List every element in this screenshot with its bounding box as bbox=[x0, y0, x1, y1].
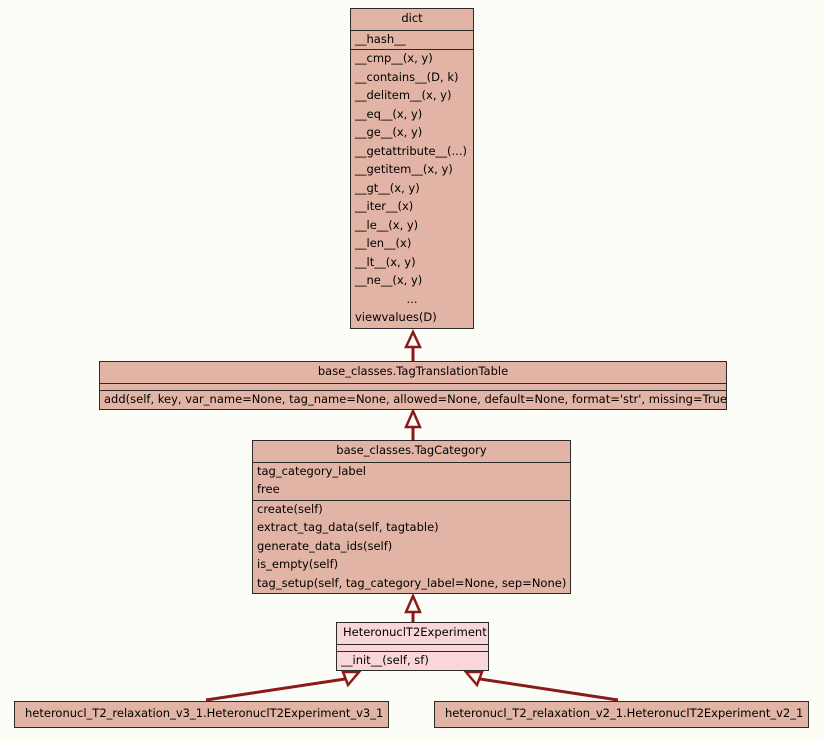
class-box-tagtranslationtable[interactable]: base_classes.TagTranslationTable add(sel… bbox=[99, 361, 727, 410]
class-box-heteronuclt2experiment[interactable]: HeteronuclT2Experiment __init__(self, sf… bbox=[336, 622, 489, 671]
attributes-compartment-heteronuclt2experiment bbox=[337, 643, 488, 651]
method-row: is_empty(self) bbox=[257, 557, 339, 571]
method-row: __le__(x, y) bbox=[355, 217, 419, 232]
method-row: add(self, key, var_name=None, tag_name=N… bbox=[104, 391, 726, 406]
method-row: __eq__(x, y) bbox=[355, 106, 423, 121]
attribute-row: tag_category_label bbox=[257, 463, 366, 478]
inheritance-arrowhead-heteronuclt2experiment-left bbox=[341, 670, 362, 688]
class-name-dict: dict bbox=[401, 11, 423, 25]
method-row: extract_tag_data(self, tagtable) bbox=[257, 520, 439, 534]
attributes-compartment-dict: __hash__ bbox=[351, 29, 473, 50]
method-row: __delitem__(x, y) bbox=[355, 88, 452, 102]
method-row: __len__(x) bbox=[355, 236, 412, 250]
class-name-heteronuclt2experiment-v3-1: heteronucl_T2_relaxation_v3_1.Heteronucl… bbox=[25, 706, 384, 720]
class-name-compartment-tagtranslationtable: base_classes.TagTranslationTable bbox=[100, 362, 726, 383]
inheritance-arrowhead-tagcategory bbox=[404, 592, 422, 614]
class-name-tagcategory: base_classes.TagCategory bbox=[336, 443, 487, 457]
inheritance-arrowhead-tagtranslationtable bbox=[404, 407, 422, 429]
method-row: viewvalues(D) bbox=[355, 310, 437, 324]
class-name-compartment-tagcategory: base_classes.TagCategory bbox=[253, 441, 570, 462]
class-box-heteronuclt2experiment-v2-1[interactable]: heteronucl_T2_relaxation_v2_1.Heteronucl… bbox=[434, 701, 809, 728]
inheritance-arrowhead-heteronuclt2experiment-right bbox=[463, 670, 484, 688]
method-row: __getattribute__(...) bbox=[355, 143, 467, 158]
methods-compartment-tagcategory: create(self) extract_tag_data(self, tagt… bbox=[253, 499, 570, 594]
method-row: create(self) bbox=[257, 501, 323, 516]
edge-line-v3-1-to-heteronuclt2experiment bbox=[205, 677, 346, 702]
attribute-row: free bbox=[257, 482, 280, 496]
class-name-compartment-heteronuclt2experiment-v3-1: heteronucl_T2_relaxation_v3_1.Heteronucl… bbox=[15, 702, 388, 727]
inheritance-arrowhead-dict bbox=[404, 329, 422, 349]
method-row-ellipsis: ... bbox=[406, 291, 418, 306]
class-box-tagcategory[interactable]: base_classes.TagCategory tag_category_la… bbox=[252, 440, 571, 594]
method-row: __getitem__(x, y) bbox=[355, 162, 453, 176]
class-name-heteronuclt2experiment: HeteronuclT2Experiment bbox=[343, 625, 487, 639]
class-box-dict[interactable]: dict __hash__ __cmp__(x, y) __contains__… bbox=[350, 8, 474, 329]
class-name-tagtranslationtable: base_classes.TagTranslationTable bbox=[317, 364, 509, 378]
edge-line-v2-1-to-heteronuclt2experiment bbox=[479, 677, 619, 702]
class-box-heteronuclt2experiment-v3-1[interactable]: heteronucl_T2_relaxation_v3_1.Heteronucl… bbox=[14, 701, 389, 728]
attribute-row: __hash__ bbox=[355, 31, 406, 46]
attributes-compartment-tagcategory: tag_category_label free bbox=[253, 461, 570, 500]
method-row: __contains__(D, k) bbox=[355, 69, 459, 84]
class-name-heteronuclt2experiment-v2-1: heteronucl_T2_relaxation_v2_1.Heteronucl… bbox=[445, 706, 804, 720]
method-row: __init__(self, sf) bbox=[341, 652, 429, 667]
method-row: __iter__(x) bbox=[355, 199, 414, 213]
method-row: __ge__(x, y) bbox=[355, 125, 423, 139]
class-name-compartment-heteronuclt2experiment: HeteronuclT2Experiment bbox=[337, 623, 488, 644]
method-row: __gt__(x, y) bbox=[355, 180, 420, 195]
methods-compartment-dict: __cmp__(x, y) __contains__(D, k) __delit… bbox=[351, 49, 473, 328]
methods-compartment-heteronuclt2experiment: __init__(self, sf) bbox=[337, 650, 488, 671]
methods-compartment-tagtranslationtable: add(self, key, var_name=None, tag_name=N… bbox=[100, 389, 726, 410]
class-name-compartment-dict: dict bbox=[351, 9, 473, 30]
method-row: generate_data_ids(self) bbox=[257, 538, 393, 553]
class-name-compartment-heteronuclt2experiment-v2-1: heteronucl_T2_relaxation_v2_1.Heteronucl… bbox=[435, 702, 808, 727]
method-row: __ne__(x, y) bbox=[355, 273, 423, 287]
method-row: __cmp__(x, y) bbox=[355, 51, 433, 65]
method-row: tag_setup(self, tag_category_label=None,… bbox=[257, 575, 567, 590]
attributes-compartment-tagtranslationtable bbox=[100, 382, 726, 390]
method-row: __lt__(x, y) bbox=[355, 254, 416, 269]
